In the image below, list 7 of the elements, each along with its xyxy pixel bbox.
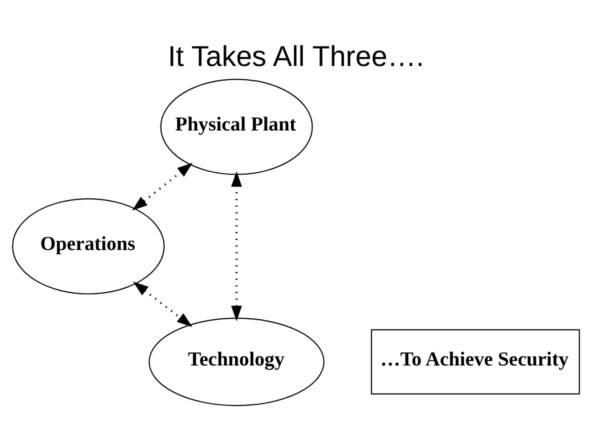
- arrow: [133, 282, 192, 327]
- arrow: [231, 171, 242, 322]
- diagram-title: It Takes All Three….: [168, 40, 424, 73]
- node-ellipse: Physical Plant: [160, 78, 313, 175]
- node-box: …To Achieve Security: [370, 329, 580, 395]
- arrow: [132, 162, 193, 211]
- node-ellipse: Technology: [148, 318, 324, 406]
